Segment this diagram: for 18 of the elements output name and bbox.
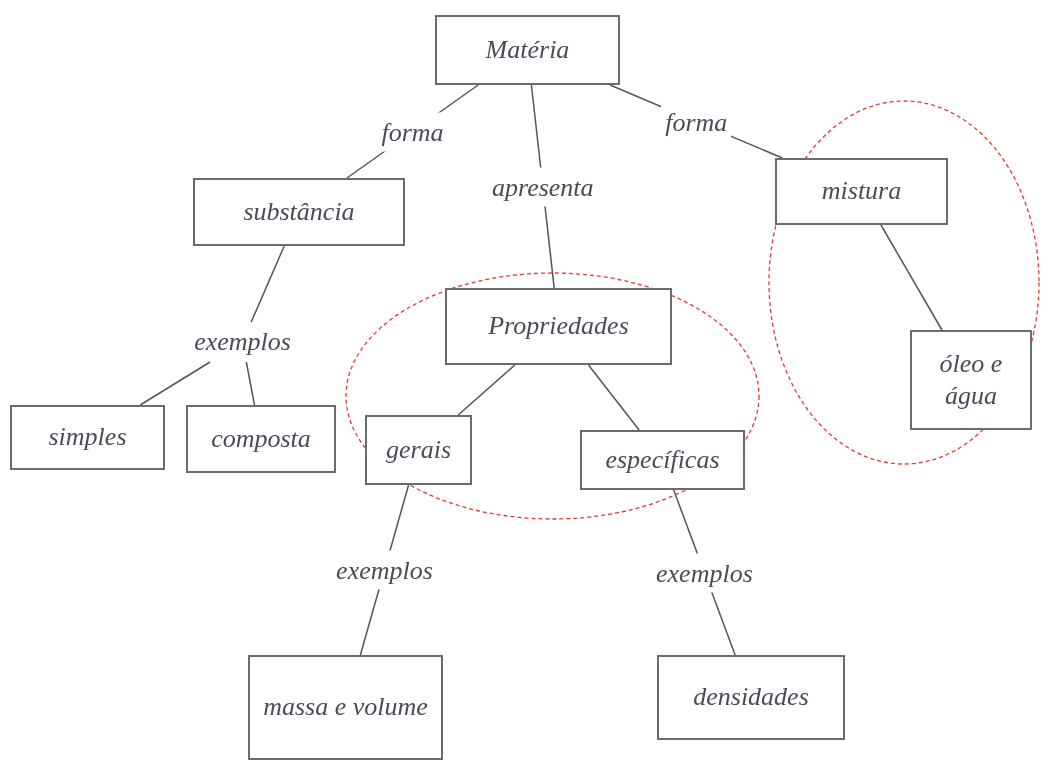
concept-box: composta	[186, 405, 336, 473]
concept-box: substância	[193, 178, 405, 246]
concept-box: específicas	[580, 430, 745, 490]
concept-box: massa e volume	[248, 655, 443, 760]
connector-line	[587, 364, 640, 431]
connector-line	[245, 361, 256, 406]
connector-line	[880, 224, 943, 331]
connector-line	[250, 245, 285, 323]
connector-line	[139, 361, 211, 406]
connector-line	[457, 364, 516, 416]
concept-box: simples	[10, 405, 165, 470]
concept-box: Matéria	[435, 15, 620, 85]
concept-box: gerais	[365, 415, 472, 485]
concept-box: Propriedades	[445, 288, 672, 365]
concept-box: densidades	[657, 655, 845, 740]
linking-word: exemplos	[175, 322, 310, 362]
concept-box: mistura	[775, 158, 948, 225]
concept-box: óleo e água	[910, 330, 1032, 430]
